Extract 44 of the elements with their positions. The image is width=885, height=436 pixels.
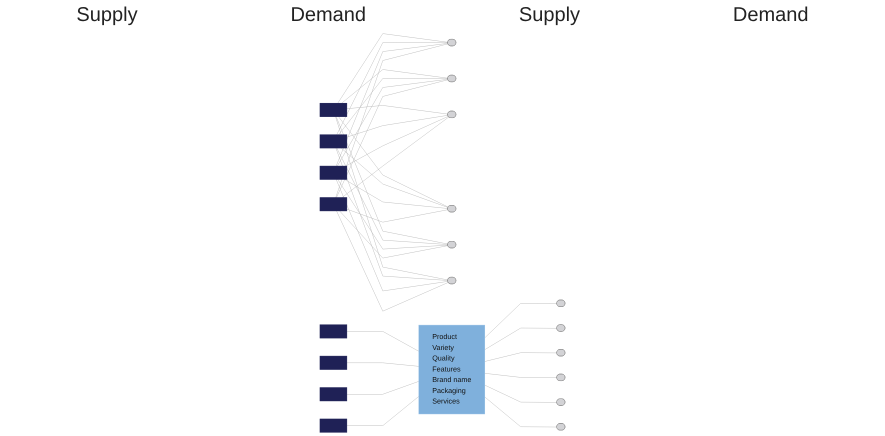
column-heading: Supply	[518, 4, 580, 26]
column-heading: Demand	[290, 4, 366, 26]
connector	[338, 179, 448, 250]
connector	[484, 373, 558, 378]
connector	[338, 33, 448, 104]
connector	[341, 69, 448, 104]
connector	[335, 116, 448, 280]
connector	[346, 362, 419, 367]
node-box	[320, 166, 348, 180]
connector	[346, 381, 419, 394]
node-box	[320, 134, 348, 148]
connector	[336, 210, 448, 312]
connector	[344, 179, 448, 209]
connector	[346, 331, 419, 352]
column-heading: Supply	[76, 4, 138, 26]
connector	[484, 328, 558, 350]
connector	[336, 148, 448, 245]
connector	[336, 43, 448, 166]
connector	[346, 115, 448, 138]
node-box	[320, 387, 348, 402]
connector	[336, 42, 448, 135]
connector	[336, 148, 448, 281]
connector	[484, 352, 558, 362]
connector	[340, 148, 448, 208]
connector	[337, 79, 448, 166]
connector	[336, 80, 448, 198]
connector	[336, 179, 448, 292]
node-box	[320, 356, 348, 370]
connector	[346, 208, 448, 222]
node-box	[320, 197, 348, 212]
connector	[484, 396, 558, 428]
node-box	[320, 324, 348, 338]
node-box	[320, 102, 348, 117]
connector	[336, 116, 448, 244]
connector	[336, 44, 448, 198]
connector	[338, 78, 448, 135]
connector	[484, 303, 558, 338]
connector	[339, 210, 448, 258]
connector	[484, 384, 558, 403]
connector	[346, 105, 448, 114]
connector	[346, 396, 419, 426]
column-heading: Demand	[732, 4, 809, 26]
node-box	[320, 418, 348, 433]
connector	[346, 116, 448, 166]
